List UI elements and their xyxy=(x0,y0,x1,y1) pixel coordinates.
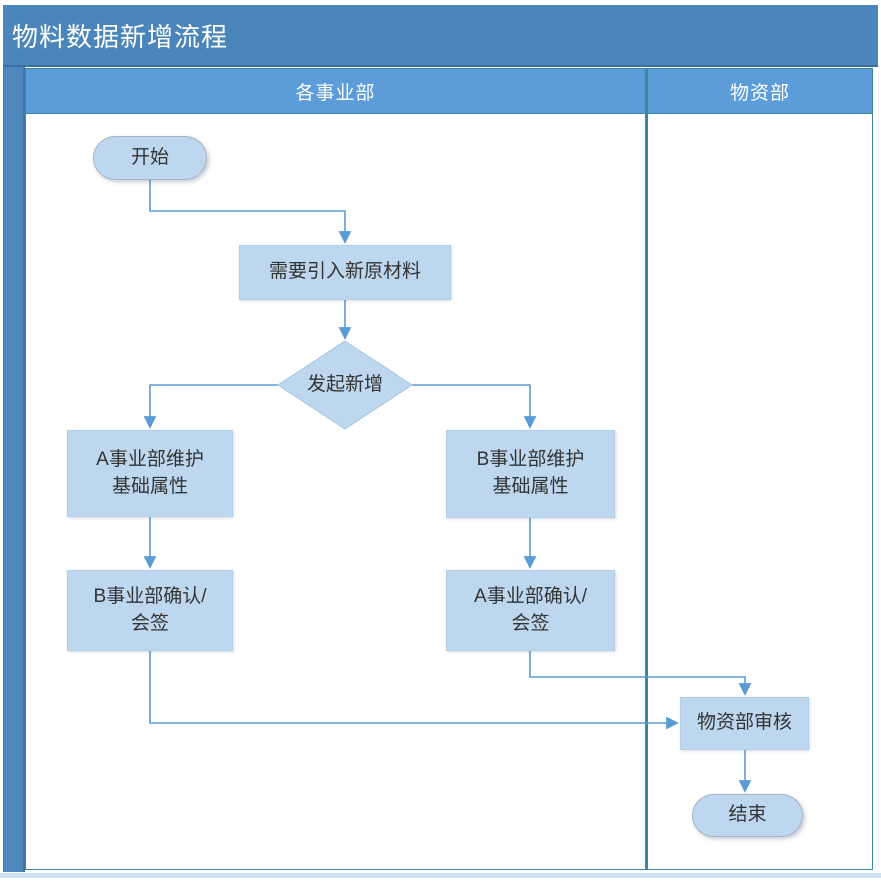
flow-node-b-confirm-countersign: B事业部确认/ 会签 xyxy=(67,570,233,651)
swimlane-label: 各事业部 xyxy=(295,82,376,104)
flow-node-a-maintain-attributes: A事业部维护 基础属性 xyxy=(67,430,233,517)
flow-node-materials-dept-review: 物资部审核 xyxy=(680,697,809,750)
node-label: 物资部审核 xyxy=(696,712,792,734)
diagram-title-bar: 物料数据新增流程 xyxy=(3,5,878,67)
flow-node-a-confirm-countersign: A事业部确认/ 会签 xyxy=(446,570,615,651)
node-label: 开始 xyxy=(130,146,169,168)
diagram-title: 物料数据新增流程 xyxy=(12,21,229,52)
flow-node-b-maintain-attributes: B事业部维护 基础属性 xyxy=(446,430,615,518)
bottom-shadow-strip xyxy=(0,873,881,878)
node-label: A事业部确认/ 会签 xyxy=(474,585,587,634)
flow-node-initiate-addition: 发起新增 xyxy=(277,341,413,429)
node-label: 需要引入新原材料 xyxy=(268,261,421,283)
left-phase-strip xyxy=(3,67,25,872)
flow-node-end: 结束 xyxy=(692,794,803,837)
node-label: B事业部维护 基础属性 xyxy=(476,449,585,497)
swimlane-label: 物资部 xyxy=(729,82,790,104)
node-label: B事业部确认/ 会签 xyxy=(93,585,207,634)
flow-node-start: 开始 xyxy=(93,136,207,180)
swimlane-header-business-divisions: 各事业部 xyxy=(26,69,645,114)
swimlane-header-materials-dept: 物资部 xyxy=(648,69,872,114)
node-label: A事业部维护 基础属性 xyxy=(96,448,204,497)
flow-node-need-new-material: 需要引入新原材料 xyxy=(239,245,451,300)
node-label: 结束 xyxy=(728,804,767,826)
node-label: 发起新增 xyxy=(306,373,383,395)
